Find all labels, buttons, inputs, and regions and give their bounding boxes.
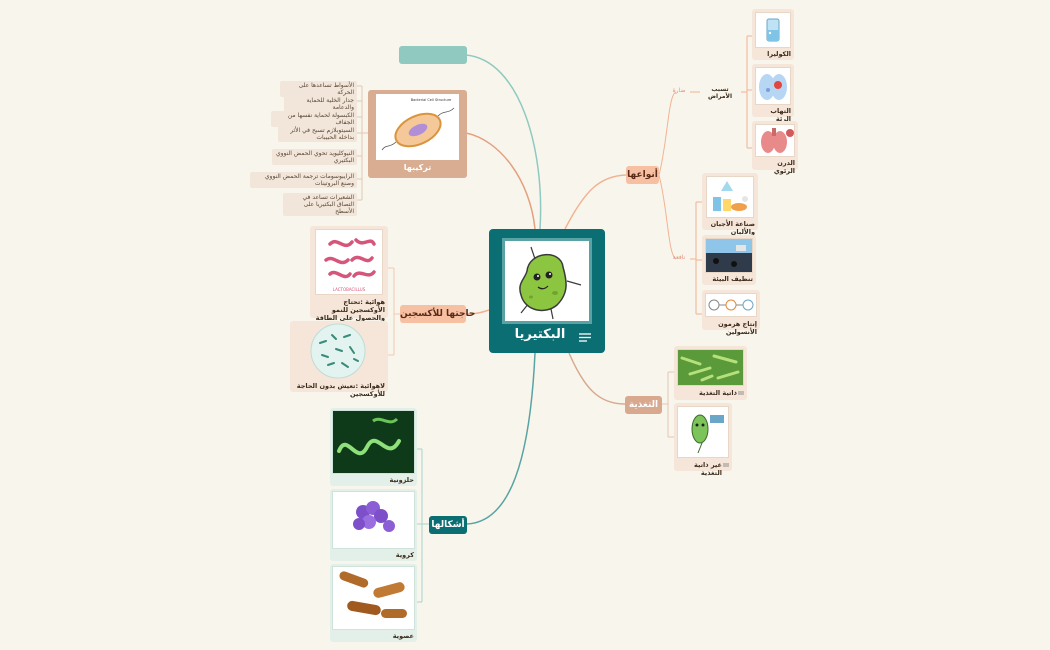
card-rod[interactable]: عصوية: [330, 564, 417, 642]
pneumonia-image: [755, 67, 791, 105]
branch-structure-label: تركيبها: [403, 163, 432, 172]
branch-oxygen-label: حاجتها للأكسجين: [400, 309, 476, 319]
structure-item-cytoplasm[interactable]: السيتوبلازم تسبح في الأثر بداخله الحبيبا…: [278, 126, 357, 142]
cholera-caption: الكوليرا: [767, 50, 791, 58]
branch-nutrition-label: التغذية: [628, 400, 659, 410]
types-harmful-label[interactable]: ضارة: [672, 87, 686, 94]
card-pneumonia[interactable]: التهاب الرئة: [752, 64, 794, 123]
insulin-image: [705, 293, 757, 317]
card-environment[interactable]: تنظيف البيئة: [702, 235, 756, 285]
notes-icon[interactable]: [723, 463, 729, 468]
cholera-image: [755, 12, 791, 48]
card-anaerobic[interactable]: لاهوائية :تعيش بدون الحاجة للأوكسجين: [290, 321, 388, 398]
autotrophic-caption: ذاتية التغذية: [699, 389, 737, 397]
tuberculosis-caption: الدرن الرئوي: [773, 159, 795, 175]
card-heterotrophic[interactable]: غير ذاتية التغذية: [674, 403, 732, 477]
anaerobic-image: [306, 323, 370, 379]
heterotrophic-caption: غير ذاتية التغذية: [694, 461, 722, 477]
spiral-image: [332, 410, 415, 474]
heterotrophic-image: [677, 406, 729, 458]
card-dairy[interactable]: صناعة الأجبان والألبان: [702, 173, 758, 236]
cell-structure-image: Bacterial Cell Structure: [376, 94, 459, 160]
card-aerobic[interactable]: LACTOBACILLUS هوائية :تحتاج الأوكسجين لل…: [310, 226, 388, 322]
aerobic-caption: هوائية :تحتاج الأوكسجين للنمو والحصول عل…: [315, 298, 385, 322]
card-cholera[interactable]: الكوليرا: [752, 9, 794, 60]
notes-icon[interactable]: [579, 333, 591, 342]
branch-oxygen[interactable]: حاجتها للأكسجين: [400, 305, 475, 323]
card-spiral[interactable]: حلزونية: [330, 408, 417, 486]
structure-item-cell-wall[interactable]: جدار الخلية للحماية والدعامة: [284, 96, 357, 112]
anaerobic-caption: لاهوائية :تعيش بدون الحاجة للأوكسجين: [296, 382, 385, 398]
structure-item-pili[interactable]: الشعيرات تساعد في التصاق البكتيريا على ا…: [283, 193, 357, 216]
card-insulin[interactable]: إنتاج هرمون الأنسولين: [702, 290, 760, 336]
lactobacillus-label: LACTOBACILLUS: [333, 287, 366, 292]
branch-types-label: أنواعها: [627, 170, 658, 180]
card-structure[interactable]: Bacterial Cell Structure تركيبها: [368, 90, 467, 178]
branch-types[interactable]: أنواعها: [626, 166, 659, 184]
spherical-caption: كروية: [395, 551, 414, 559]
structure-item-ribosomes[interactable]: الرايبوسومات ترجمة الحمض النووي وصنع الب…: [250, 172, 357, 188]
environment-caption: تنظيف البيئة: [712, 275, 753, 283]
card-tuberculosis[interactable]: الدرن الرئوي: [752, 121, 798, 175]
central-topic[interactable]: البكتيريا: [489, 229, 605, 353]
branch-top-mint[interactable]: [399, 46, 467, 64]
spherical-image: [332, 491, 415, 549]
structure-item-capsule[interactable]: الكبسولة لحماية نفسها من الجفاف: [271, 111, 357, 127]
card-spherical[interactable]: كروية: [330, 489, 417, 561]
autotrophic-image: [677, 349, 744, 386]
notes-icon[interactable]: [738, 391, 744, 396]
structure-item-nucleoid[interactable]: النيوكليويد تحوي الحمض النووي البكتيري: [272, 149, 357, 165]
cell-structure-title: Bacterial Cell Structure: [411, 98, 452, 102]
rod-image: [332, 566, 415, 630]
structure-item-flagella[interactable]: الأسواط تساعدها على الحركة: [280, 81, 357, 97]
branch-nutrition[interactable]: التغذية: [625, 396, 662, 414]
dairy-caption: صناعة الأجبان والألبان: [710, 220, 755, 236]
types-harmful-sub[interactable]: تسبب الأمراض: [707, 86, 733, 100]
central-title: البكتيريا: [514, 327, 566, 342]
branch-shapes-label: أشكالها: [431, 520, 465, 530]
card-autotrophic[interactable]: ذاتية التغذية: [674, 346, 747, 400]
insulin-caption: إنتاج هرمون الأنسولين: [718, 320, 757, 336]
pneumonia-caption: التهاب الرئة: [770, 107, 791, 123]
dairy-image: [706, 176, 754, 218]
aerobic-image: LACTOBACILLUS: [315, 229, 383, 295]
types-useful-label[interactable]: نافعة: [672, 254, 686, 261]
spiral-caption: حلزونية: [389, 476, 414, 484]
environment-image: [705, 238, 753, 273]
tuberculosis-image: [755, 124, 795, 157]
bacteria-cartoon-image: [502, 238, 592, 324]
rod-caption: عصوية: [392, 632, 414, 640]
branch-shapes[interactable]: أشكالها: [429, 516, 467, 534]
